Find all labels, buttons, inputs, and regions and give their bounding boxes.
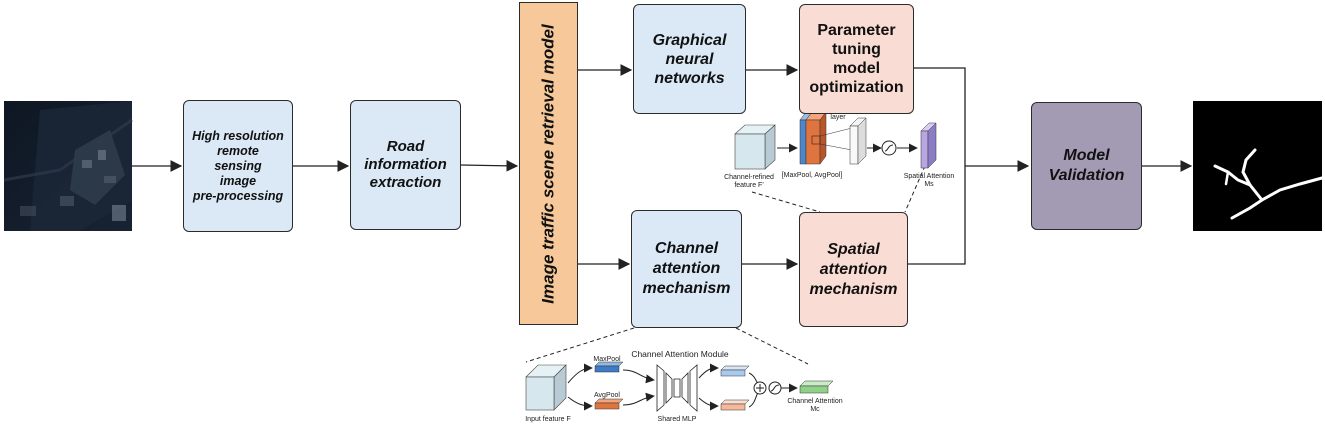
preprocessing-label: High resolution remote sensing image pre… (192, 128, 284, 203)
spatial-attention-label: Spatial attention mechanism (809, 240, 898, 298)
road-extraction-label: Road information extraction (364, 138, 447, 191)
arrow-road-to-model (460, 159, 519, 172)
retrieval-model-bar: Image traffic scene retrieval model (519, 2, 578, 325)
validation-box: Model Validation (1031, 102, 1142, 230)
parameter-tuning-box: Parameter tuning model optimization (799, 4, 914, 114)
avgpool-label: AvgPool (594, 392, 620, 399)
spatial-attention-box: Spatial attention mechanism (799, 212, 908, 327)
dashed-callout-channel-left (525, 327, 635, 363)
channel-attention-box: Channel attention mechanism (631, 210, 742, 328)
spatial-pool-label: [MaxPool, AvgPool] (782, 172, 843, 179)
parameter-tuning-label: Parameter tuning model optimization (809, 22, 904, 96)
channel-attention-inset: Channel Attention Module (525, 349, 843, 423)
dashed-callout-channel-right (735, 327, 809, 365)
channel-attention-label: Channel attention mechanism (642, 240, 731, 297)
line-tuning-merge (908, 67, 966, 265)
gnn-box: Graphical neural networks (633, 4, 746, 114)
preprocessing-box: High resolution remote sensing image pre… (183, 100, 293, 232)
road-extraction-box: Road information extraction (350, 100, 461, 230)
retrieval-model-label: Image traffic scene retrieval model (538, 23, 558, 304)
dashed-callout-spatial-right (904, 165, 926, 213)
dashed-callout-spatial-left (751, 191, 821, 213)
road-mask-image (1193, 101, 1324, 231)
satellite-image (3, 101, 133, 231)
channel-input-label: Input feature F (525, 416, 571, 423)
channel-inset-title: Channel Attention Module (631, 349, 729, 359)
shared-mlp-label: Shared MLP (658, 416, 697, 423)
validation-label: Model Validation (1048, 147, 1125, 184)
gnn-label: Graphical neural networks (652, 31, 727, 87)
maxpool-label: MaxPool (593, 356, 621, 363)
shared-mlp-shape (656, 364, 698, 412)
